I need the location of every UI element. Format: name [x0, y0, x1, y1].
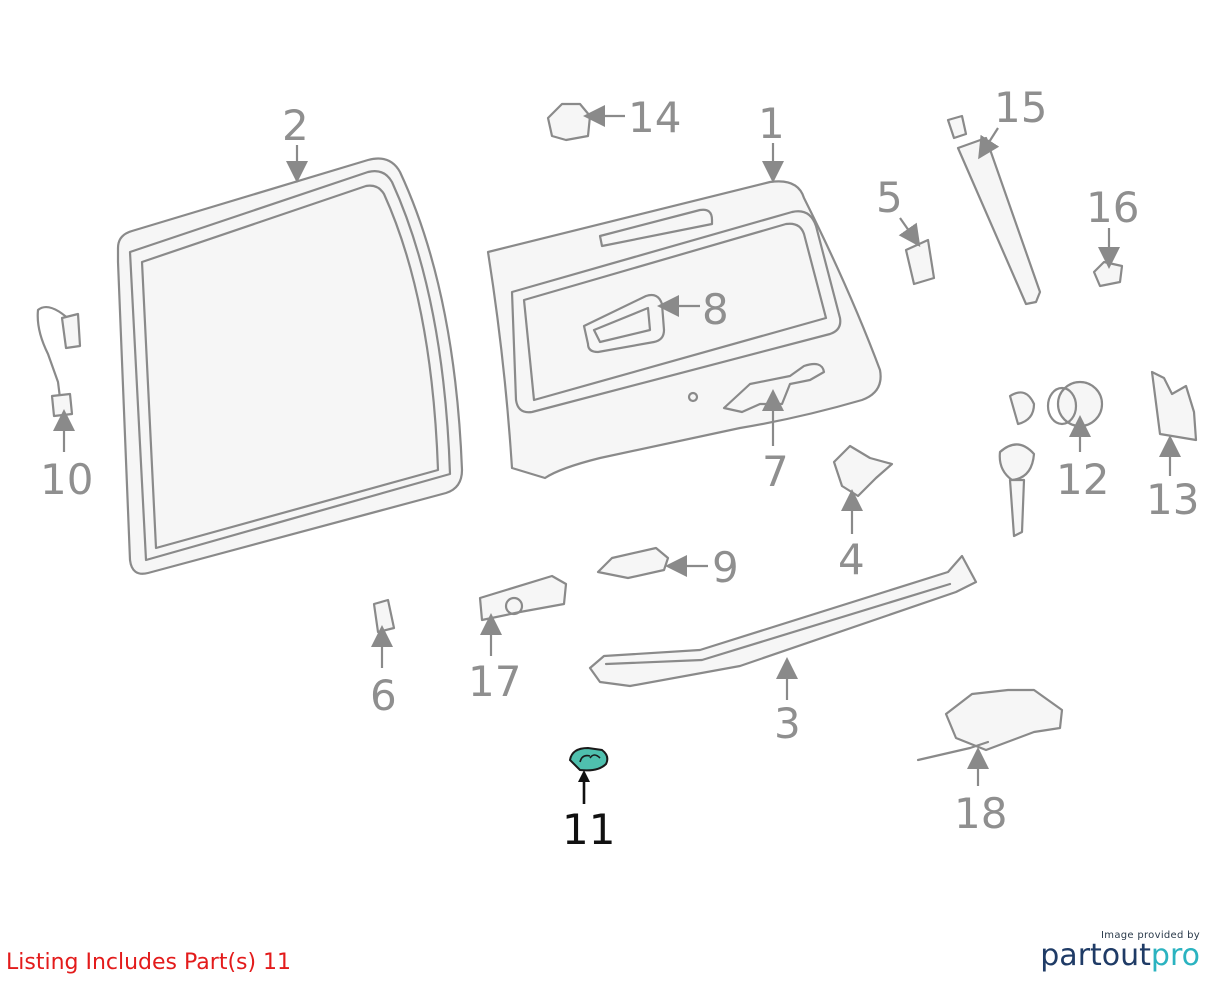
part-8-handle	[582, 293, 666, 354]
callout-9: 9	[712, 543, 739, 592]
part-18-lock-assembly	[916, 688, 1064, 762]
callout-5: 5	[876, 173, 903, 222]
part-14-switch	[546, 102, 592, 142]
callout-16: 16	[1086, 183, 1139, 232]
part-6-bracket	[372, 598, 396, 634]
part-2-glass	[116, 157, 464, 575]
part-11-clip	[568, 746, 609, 772]
brand-part-b: pro	[1150, 938, 1200, 973]
callout-3: 3	[774, 699, 801, 748]
brand-name: partoutpro	[1000, 939, 1200, 973]
callout-1: 1	[758, 99, 785, 148]
callout-14: 14	[628, 93, 681, 142]
part-4-striker	[832, 444, 894, 498]
callout-18: 18	[954, 789, 1007, 838]
callout-17: 17	[468, 657, 521, 706]
callout-11: 11	[562, 805, 615, 854]
image-credit: Image provided by	[1101, 930, 1200, 941]
callout-labels: 2 1 14 15 5 16 8 10 7 12 13 4 9 6 17 3 1…	[40, 83, 1199, 854]
part-15-strut	[946, 114, 1042, 306]
brand-part-a: partout	[1040, 938, 1151, 973]
callout-8: 8	[702, 285, 729, 334]
part-16-bumper	[1092, 260, 1124, 288]
listing-note: Listing Includes Part(s) 11	[6, 950, 292, 975]
part-1-back-door	[486, 180, 882, 480]
callout-13: 13	[1146, 475, 1199, 524]
callout-4: 4	[838, 535, 865, 584]
callout-15: 15	[994, 83, 1047, 132]
callout-7: 7	[762, 447, 789, 496]
part-10-harness	[36, 306, 82, 418]
part-3-sill	[588, 554, 978, 688]
part-17-hinge	[478, 574, 568, 622]
callout-2: 2	[282, 101, 309, 150]
leader-arrows	[53, 105, 1181, 804]
callout-12: 12	[1056, 455, 1109, 504]
part-5-clip	[904, 238, 936, 286]
part-13-bracket	[1150, 370, 1198, 442]
callout-6: 6	[370, 671, 397, 720]
part-9-bracket	[596, 546, 670, 580]
partoutpro-logo: Image provided by partoutpro	[1000, 930, 1200, 973]
callout-10: 10	[40, 455, 93, 504]
